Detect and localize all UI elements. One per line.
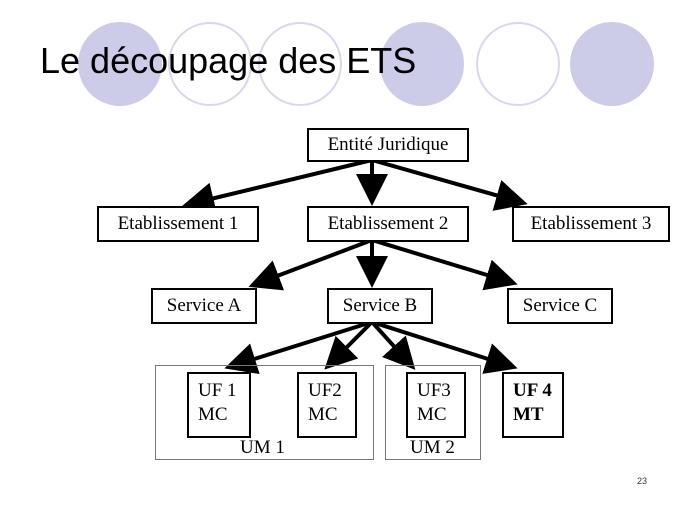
arrow-servB-uf4 (371, 320, 518, 374)
decor-ring-2 (258, 22, 342, 106)
decor-ring-1 (168, 22, 252, 106)
node-etablissement-3: Etablissement 3 (512, 206, 670, 242)
decor-circle-3 (570, 22, 654, 106)
arrow-ej-etab3 (371, 158, 528, 211)
uf1-line2: MC (198, 404, 228, 425)
arrow-etab2-servC (371, 238, 518, 291)
group-um2-label: UM 2 (410, 437, 455, 458)
slide-title: Le découpage des ETS (40, 40, 417, 81)
arrow-ej-etab1 (182, 158, 373, 214)
node-service-c: Service C (507, 288, 613, 324)
decor-circle-2 (380, 22, 464, 106)
uf2-line2: MC (308, 404, 338, 425)
uf3-line1: UF3 (417, 380, 451, 401)
arrow-servB-uf3 (370, 320, 416, 370)
uf4-line1: UF 4 (513, 380, 552, 401)
node-uf2: UF2 MC (297, 372, 357, 438)
uf3-line2: MC (417, 404, 447, 425)
node-uf3: UF3 MC (406, 372, 466, 438)
uf1-line1: UF 1 (198, 380, 237, 401)
group-um1 (155, 365, 374, 460)
node-etablissement-2: Etablissement 2 (307, 206, 469, 242)
node-entite-juridique: Entité Juridique (307, 128, 469, 162)
arrow-etab2-servA (248, 238, 373, 291)
decor-circle-1 (78, 22, 162, 106)
uf2-line1: UF2 (308, 380, 342, 401)
decor-ring-3 (476, 22, 560, 106)
node-service-a: Service A (151, 288, 257, 324)
arrow-servB-uf1 (224, 320, 373, 375)
arrow-servB-uf2 (324, 320, 374, 370)
group-um1-label: UM 1 (240, 437, 285, 458)
uf4-line2: MT (513, 404, 544, 425)
node-etablissement-1: Etablissement 1 (97, 206, 259, 242)
node-uf4: UF 4 MT (502, 372, 564, 438)
page-number: 23 (636, 476, 647, 486)
node-service-b: Service B (327, 288, 433, 324)
node-uf1: UF 1 MC (187, 372, 251, 438)
group-um2 (385, 365, 481, 460)
